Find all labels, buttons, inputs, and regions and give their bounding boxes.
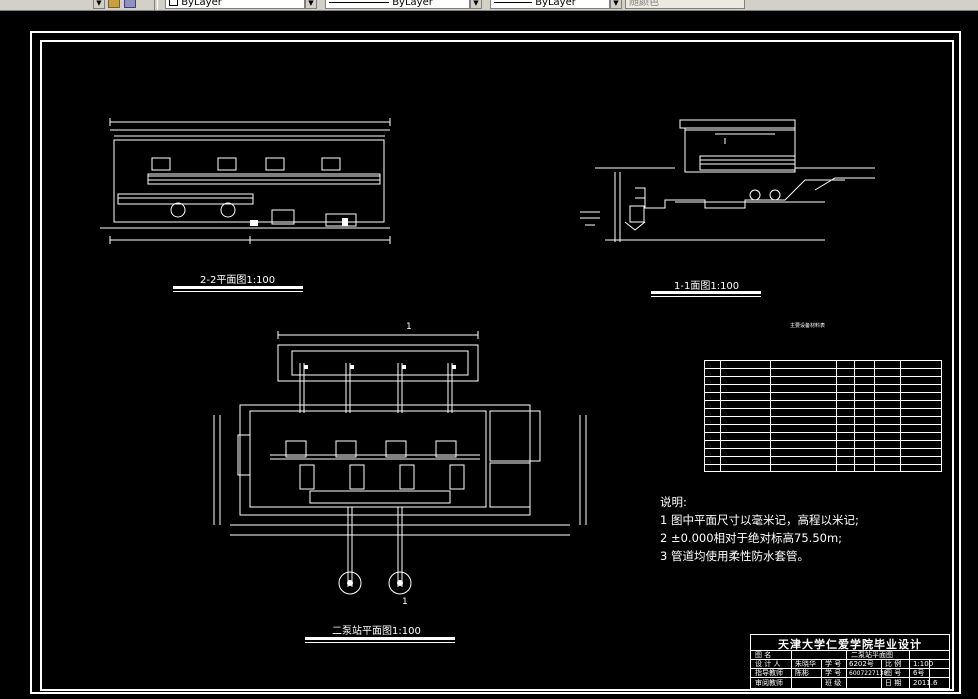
layer-dropdown-value: ByLayer [181,0,222,8]
tb-label-reviewer: 审阅教师 [755,678,783,687]
tb-student-id-2: 6007227138 [849,670,887,677]
tb-label-scale: 比 例 [885,659,901,668]
title-underline-thick-2 [651,291,761,294]
dropdown-arrow-icon[interactable]: ▼ [93,0,105,9]
title-section-1-1: 1-1面图1:100 [674,281,740,292]
tb-label-id: 学 号 [825,659,841,668]
linetype-dropdown-value: ByLayer [392,0,433,8]
tb-label-name: 图 名 [755,650,771,659]
lineweight-dropdown-arrow-icon[interactable]: ▼ [610,0,622,9]
title-block-grid: 图 名 二泵站平面图 设 计 人 朱晓华 学 号 6202号 比 例 1:100… [751,650,949,688]
tb-date: 2011.6 [913,679,938,687]
tb-advisor: 陈彬 [795,668,809,677]
tb-student-id: 6202号 [849,660,874,668]
title-plan: 二泵站平面图1:100 [332,626,421,637]
section-2-2-drawing [100,118,391,244]
tb-drawing-name: 二泵站平面图 [851,650,893,659]
properties-toolbar: ▼ ByLayer ▼ ByLayer ▼ ByLayer ▼ 随颜色 [0,0,978,11]
toolbar-separator [154,0,158,10]
tb-drawing-no: 6号 [913,669,924,677]
tb-label-date: 日 期 [885,679,901,687]
note-3: 3 管道均使用柔性防水套管。 [660,549,809,563]
linetype-dropdown[interactable]: ByLayer [325,0,470,9]
tb-scale: 1:100 [913,660,933,668]
linetype-preview [329,1,389,3]
title-block: 天津大学仁爱学院毕业设计 图 名 二泵站平面图 设 计 人 朱晓华 学 号 62… [750,634,950,689]
tb-label-class: 班 级 [825,678,841,687]
layer-dropdown[interactable]: ByLayer [165,0,305,9]
notes-heading: 说明: [660,495,687,509]
layer-swatch-icon [169,0,178,6]
lineweight-dropdown[interactable]: ByLayer [490,0,610,9]
lineweight-dropdown-value: ByLayer [535,0,576,8]
lineweight-preview [494,1,532,3]
title-underline-thin-3 [305,642,455,643]
tb-label-drawing-no: 图 号 [885,669,901,677]
paper-border-outer [30,31,961,694]
title-block-school: 天津大学仁爱学院毕业设计 [778,638,922,651]
drawing-canvas[interactable]: 2-2平面图1:100 1-1面图1:100 [0,10,978,699]
note-1: 1 图中平面尺寸以毫米记，高程以米记; [660,513,859,527]
tb-label-id-2: 学 号 [825,668,841,677]
plotstyle-dropdown-value: 随颜色 [629,0,659,8]
layer-dropdown-arrow-icon[interactable]: ▼ [305,0,317,9]
section-mark-bottom: 1 [402,597,408,607]
paper-border-inner [40,40,954,691]
plotstyle-dropdown[interactable]: 随颜色 [625,0,745,9]
title-underline-thin [173,291,303,292]
title-underline-thick-3 [305,637,455,640]
section-1-1-drawing [580,119,875,242]
pump-station-plan-drawing [213,331,587,595]
tb-label-designer: 设 计 人 [755,659,780,668]
equipment-table-title: 主要设备材料表 [790,323,826,329]
title-section-2-2: 2-2平面图1:100 [200,275,276,286]
equipment-table [704,360,942,472]
title-underline-thin-2 [651,296,761,297]
title-underline-thick [173,286,303,289]
linetype-dropdown-arrow-icon[interactable]: ▼ [470,0,482,9]
layer-previous-icon[interactable] [124,0,136,8]
design-notes: 说明: 1 图中平面尺寸以毫米记，高程以米记; 2 ±0.000相对于绝对标高7… [660,493,859,565]
note-2: 2 ±0.000相对于绝对标高75.50m; [660,531,843,545]
layer-states-icon[interactable] [108,0,120,8]
section-mark-top: 1 [406,322,412,332]
tb-designer: 朱晓华 [795,659,816,668]
tb-label-advisor: 指导教师 [755,668,783,677]
